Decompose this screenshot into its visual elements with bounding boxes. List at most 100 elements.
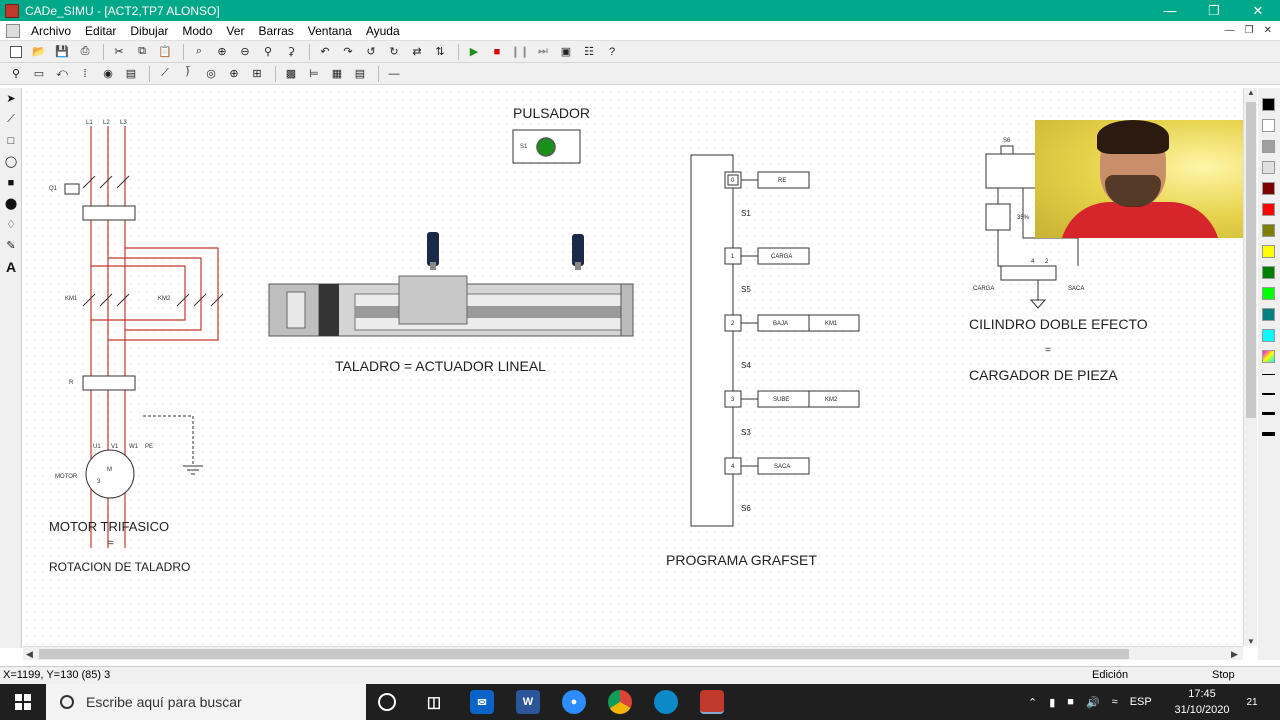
- zoom-in-icon[interactable]: ⊕: [217, 46, 227, 58]
- coil-icon[interactable]: ▤: [125, 68, 137, 80]
- taskbar-search[interactable]: Escribe aquí para buscar: [46, 684, 366, 720]
- rotate-right-icon[interactable]: ↻: [389, 46, 399, 58]
- play-icon[interactable]: ▶: [469, 46, 479, 58]
- pause-icon[interactable]: ❙❙: [510, 46, 530, 58]
- motor-icon[interactable]: ◉: [103, 68, 113, 80]
- properties-icon[interactable]: ☷: [584, 46, 594, 58]
- color-swatch-white[interactable]: [1262, 119, 1275, 132]
- flip-icon[interactable]: ⇅: [435, 46, 445, 58]
- text-tool-icon[interactable]: A: [5, 258, 17, 275]
- menu-editar[interactable]: Editar: [85, 23, 117, 38]
- show-hidden-icon[interactable]: ⌃: [1028, 696, 1038, 709]
- color-swatch-teal[interactable]: [1262, 308, 1275, 321]
- window-arrange-icon[interactable]: ▣: [560, 46, 572, 58]
- horizontal-scroll-thumb[interactable]: [39, 649, 1129, 659]
- menu-ayuda[interactable]: Ayuda: [365, 23, 400, 38]
- zoom-out-icon[interactable]: ⊖: [240, 46, 250, 58]
- menu-archivo[interactable]: Archivo: [31, 23, 72, 38]
- breaker-icon[interactable]: ⁞: [83, 67, 87, 80]
- line-style-heavy[interactable]: [1262, 432, 1275, 436]
- scroll-left-icon[interactable]: ◀: [26, 649, 33, 659]
- print-icon[interactable]: ⎙: [80, 45, 90, 57]
- filled-ellipse-icon[interactable]: ⬤: [4, 198, 18, 210]
- zoom-window-icon[interactable]: ⌕: [195, 45, 203, 57]
- rotate-left-icon[interactable]: ↺: [366, 46, 376, 58]
- battery-icon[interactable]: ▮: [1049, 696, 1056, 709]
- task-view-icon[interactable]: ◫: [426, 694, 442, 711]
- copy-icon[interactable]: ⧉: [138, 45, 146, 57]
- contact-no-icon[interactable]: ⟋: [161, 67, 169, 79]
- notification-icon[interactable]: 21: [1240, 690, 1264, 714]
- color-swatch-multi[interactable]: [1262, 350, 1275, 363]
- color-swatch-gray[interactable]: [1262, 140, 1275, 153]
- minimize-button[interactable]: —: [1163, 3, 1177, 18]
- wifi-icon[interactable]: ≈: [1111, 696, 1118, 708]
- save-icon[interactable]: 💾: [55, 46, 69, 58]
- color-swatch-red[interactable]: [1262, 203, 1275, 216]
- line-style-thick[interactable]: [1262, 412, 1275, 415]
- timer-icon[interactable]: ▩: [285, 68, 297, 80]
- camera-icon[interactable]: ■: [1067, 696, 1074, 708]
- switch-icon[interactable]: ⤺: [56, 67, 68, 79]
- word-icon[interactable]: W: [516, 690, 540, 714]
- contact-nc-icon[interactable]: ⟌: [185, 67, 191, 79]
- mdi-minimize-button[interactable]: —: [1224, 25, 1235, 36]
- undo-icon[interactable]: ↶: [320, 46, 330, 58]
- color-swatch-maroon[interactable]: [1262, 182, 1275, 195]
- menu-ver[interactable]: Ver: [226, 23, 245, 38]
- scroll-up-icon[interactable]: ▲: [1247, 88, 1255, 97]
- mdi-close-button[interactable]: ✕: [1263, 25, 1272, 36]
- color-swatch-olive[interactable]: [1262, 224, 1275, 237]
- vertical-scroll-thumb[interactable]: [1246, 102, 1256, 418]
- horizontal-scrollbar[interactable]: ◀ ▶: [23, 646, 1243, 660]
- taskbar-clock[interactable]: 17:45 31/10/2020: [1170, 686, 1234, 718]
- pulsador-led-icon[interactable]: [536, 137, 556, 157]
- line-style-thin[interactable]: [1262, 374, 1275, 375]
- step-icon[interactable]: ⏭: [538, 45, 548, 57]
- menu-modo[interactable]: Modo: [182, 23, 213, 38]
- vertical-scrollbar[interactable]: ▲ ▼: [1243, 88, 1257, 646]
- edge-icon[interactable]: [654, 690, 678, 714]
- line-icon[interactable]: —: [388, 67, 400, 80]
- cortana-icon[interactable]: [378, 693, 396, 711]
- fuse-icon[interactable]: ▭: [33, 68, 45, 80]
- selector-icon[interactable]: ⊕: [229, 68, 239, 80]
- volume-icon[interactable]: 🔊: [1085, 696, 1100, 709]
- zoom-all-icon[interactable]: ⚲: [263, 46, 273, 58]
- chrome-icon[interactable]: [608, 690, 632, 714]
- pin-icon[interactable]: ⚲: [11, 68, 21, 80]
- color-swatch-black[interactable]: [1262, 98, 1275, 111]
- line-tool-icon[interactable]: ⟋: [7, 113, 15, 125]
- color-swatch-green[interactable]: [1262, 266, 1275, 279]
- paste-icon[interactable]: 📋: [158, 46, 172, 58]
- cade-simu-taskbar-icon[interactable]: [700, 690, 724, 714]
- menu-barras[interactable]: Barras: [258, 23, 294, 38]
- zoom-app-icon[interactable]: ●: [562, 690, 586, 714]
- mail-icon[interactable]: ✉: [470, 690, 494, 714]
- color-swatch-lime[interactable]: [1262, 287, 1275, 300]
- fill-bucket-icon[interactable]: ♢: [6, 219, 16, 231]
- menu-ventana[interactable]: Ventana: [307, 23, 352, 38]
- pen-icon[interactable]: ✎: [6, 240, 16, 252]
- terminal-icon[interactable]: ⊨: [309, 68, 319, 80]
- pointer-icon[interactable]: ➤: [6, 93, 16, 105]
- mirror-icon[interactable]: ⇄: [412, 46, 422, 58]
- color-swatch-lightgray[interactable]: [1262, 161, 1275, 174]
- grafcet-icon[interactable]: ▤: [354, 68, 366, 80]
- cut-icon[interactable]: ✂: [114, 46, 124, 58]
- start-button[interactable]: [0, 684, 46, 720]
- help-icon[interactable]: ?: [608, 45, 616, 58]
- mdi-restore-button[interactable]: ❐: [1244, 25, 1254, 36]
- line-style-medium[interactable]: [1262, 393, 1275, 395]
- color-swatch-cyan[interactable]: [1262, 329, 1275, 342]
- pushbutton-icon[interactable]: ◎: [206, 68, 216, 80]
- ellipse-icon[interactable]: ◯: [4, 156, 18, 168]
- maximize-button[interactable]: ❐: [1208, 3, 1220, 18]
- stop-icon[interactable]: ■: [493, 45, 501, 58]
- language-indicator[interactable]: ESP: [1129, 696, 1152, 708]
- color-swatch-yellow[interactable]: [1262, 245, 1275, 258]
- rectangle-icon[interactable]: □: [7, 134, 15, 147]
- plc-icon[interactable]: ▦: [331, 68, 343, 80]
- new-file-icon[interactable]: [6, 43, 26, 61]
- close-button[interactable]: ✕: [1252, 3, 1264, 18]
